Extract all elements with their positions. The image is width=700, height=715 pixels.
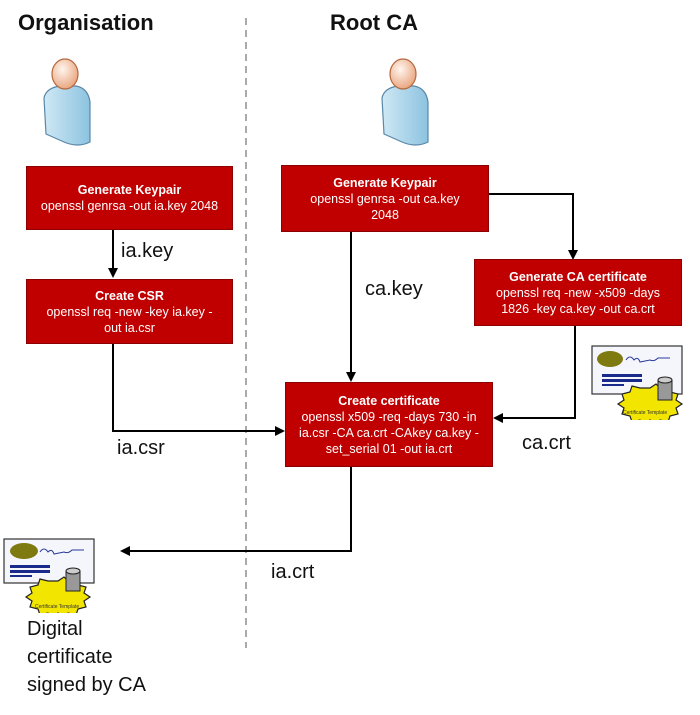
user-icon <box>43 58 91 146</box>
edge-label-ia-csr: ia.csr <box>117 437 165 459</box>
certificate-template-icon <box>591 345 684 420</box>
box-command-line: 2048 <box>371 207 399 222</box>
box-command-line: 1826 -key ca.key -out ca.crt <box>501 301 655 316</box>
result-caption: Digital certificate signed by CA <box>27 615 146 699</box>
box-title: Generate Keypair <box>77 183 182 197</box>
edge-label-ca-crt: ca.crt <box>522 432 571 454</box>
box-command-line: openssl req -new -key ia.key - <box>46 304 213 319</box>
box-generate-ca-certificate: Generate CA certificate openssl req -new… <box>474 259 682 326</box>
edge-label-ca-key: ca.key <box>365 278 423 300</box>
lane-title-organisation: Organisation <box>18 10 154 35</box>
box-create-certificate: Create certificate openssl x509 -req -da… <box>285 382 493 467</box>
edge-label-ia-key: ia.key <box>121 240 174 262</box>
box-command-line: out ia.csr <box>104 320 155 335</box>
box-command-line: ia.csr -CA ca.crt -CAkey ca.key - <box>299 425 479 440</box>
arrow-ia-crt <box>120 466 352 556</box>
certificate-template-icon <box>3 538 95 613</box>
box-command-line: set_serial 01 -out ia.crt <box>325 441 453 456</box>
result-caption-line: certificate <box>27 646 113 668</box>
box-create-csr: Create CSR openssl req -new -key ia.key … <box>26 279 233 344</box>
lane-title-root-ca: Root CA <box>330 10 418 35</box>
certificate-icon-caption: Certificate Template <box>623 410 668 416</box>
box-command-line: openssl req -new -x509 -days <box>496 285 660 300</box>
box-title: Generate CA certificate <box>509 269 647 284</box>
box-title: Generate Keypair <box>333 175 437 190</box>
result-caption-line: Digital <box>27 618 83 640</box>
box-command-line: openssl genrsa -out ca.key <box>310 191 460 206</box>
box-command-line: openssl genrsa -out ia.key 2048 <box>40 199 219 213</box>
arrow-ca-keypair-to-ca-cert <box>489 193 578 260</box>
box-title: Create certificate <box>338 393 440 408</box>
box-command-line: openssl x509 -req -days 730 -in <box>301 409 477 424</box>
arrow-ia-csr <box>112 344 285 436</box>
box-ca-generate-keypair: Generate Keypair openssl genrsa -out ca.… <box>281 165 489 232</box>
user-icon <box>381 58 429 146</box>
arrow-ca-crt <box>493 326 576 423</box>
certificate-icon-caption: Certificate Template <box>35 604 80 610</box>
edge-label-ia-crt: ia.crt <box>271 561 315 583</box>
box-org-generate-keypair: Generate Keypair openssl genrsa -out ia.… <box>26 166 233 230</box>
result-caption-line: signed by CA <box>27 674 146 696</box>
box-title: Create CSR <box>95 288 164 303</box>
